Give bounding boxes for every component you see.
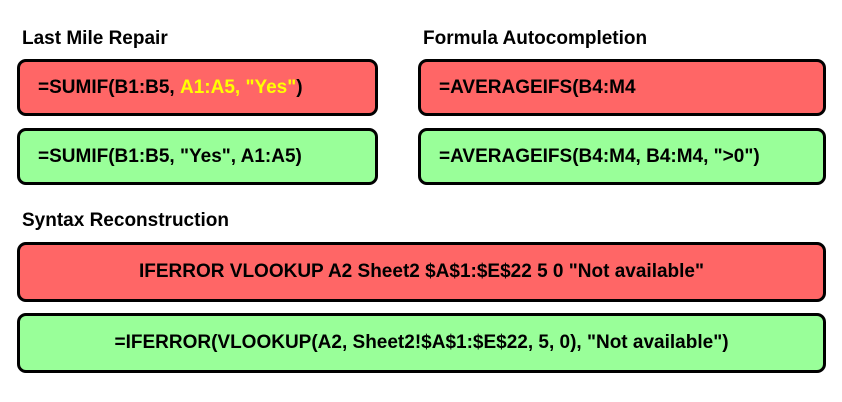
formula-autocompletion-correct-formula: =AVERAGEIFS(B4:M4, B4:M4, ">0") (418, 128, 826, 185)
section-title-formula-autocompletion: Formula Autocompletion (423, 28, 648, 49)
incorrect-formula-suffix: ) (296, 76, 303, 98)
last-mile-repair-correct-formula: =SUMIF(B1:B5, "Yes", A1:A5) (17, 128, 378, 185)
section-title-syntax-reconstruction: Syntax Reconstruction (22, 210, 229, 231)
syntax-reconstruction-incorrect-formula: IFERROR VLOOKUP A2 Sheet2 $A$1:$E$22 5 0… (17, 242, 826, 302)
syntax-reconstruction-correct-formula: =IFERROR(VLOOKUP(A2, Sheet2!$A$1:$E$22, … (17, 313, 826, 373)
incorrect-formula-prefix: =SUMIF(B1:B5, (38, 76, 180, 98)
incorrect-formula-highlighted-args: A1:A5, "Yes" (180, 76, 297, 98)
last-mile-repair-incorrect-formula: =SUMIF(B1:B5, A1:A5, "Yes") (17, 59, 378, 116)
formula-autocompletion-incorrect-formula: =AVERAGEIFS(B4:M4 (418, 59, 826, 116)
section-title-last-mile-repair: Last Mile Repair (22, 28, 168, 49)
